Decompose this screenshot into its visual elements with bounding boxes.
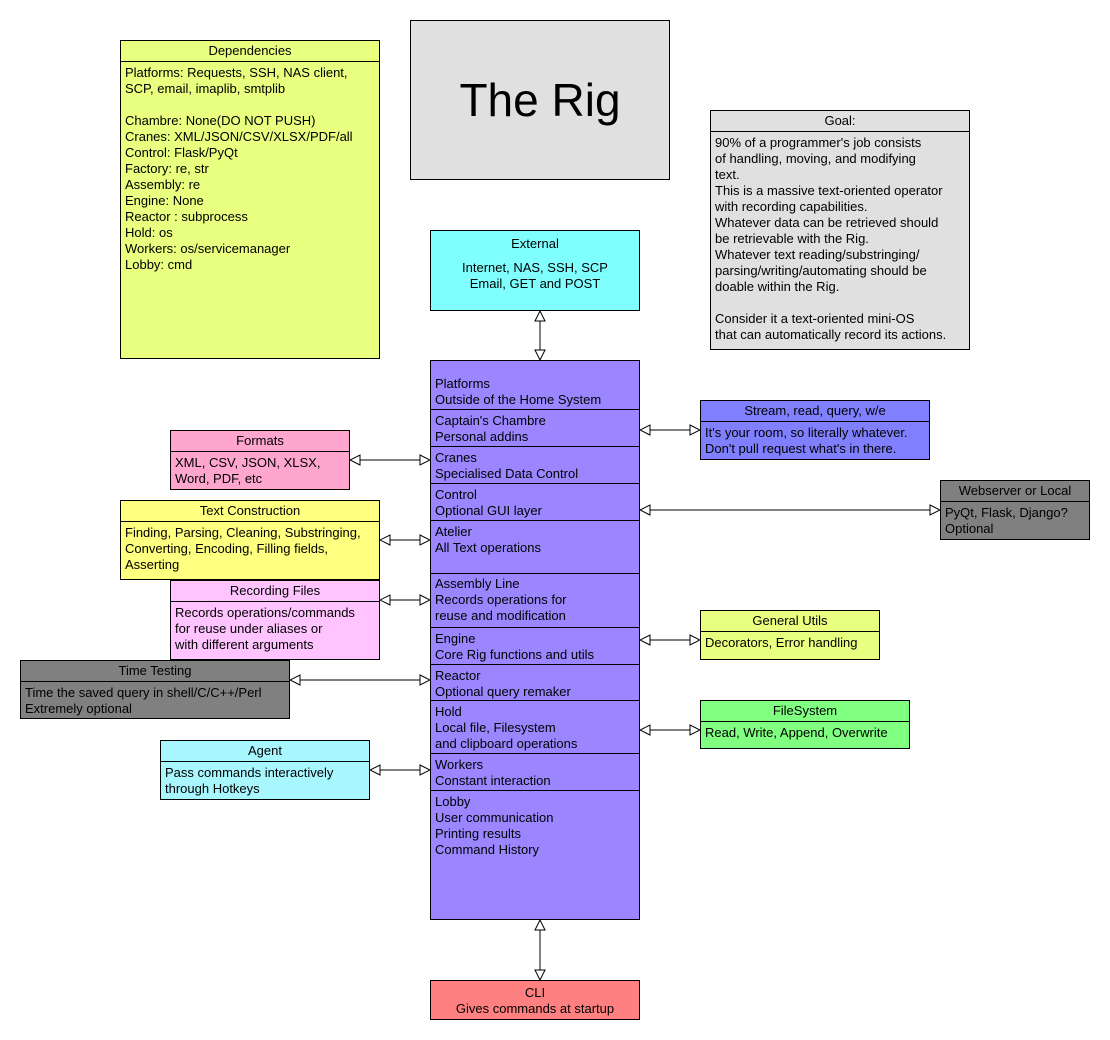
agent-header: Agent xyxy=(161,741,369,762)
filesystem-body: Read, Write, Append, Overwrite xyxy=(705,725,888,740)
agent-body: Pass commands interactively through Hotk… xyxy=(165,765,334,796)
formats-box: Formats XML, CSV, JSON, XLSX, Word, PDF,… xyxy=(170,430,350,490)
external-box: External Internet, NAS, SSH, SCP Email, … xyxy=(430,230,640,311)
filesystem-header: FileSystem xyxy=(701,701,909,722)
title-box: The Rig xyxy=(410,20,670,180)
section-assembly-line: Assembly Line Records operations for reu… xyxy=(431,574,639,628)
section-control: Control Optional GUI layer xyxy=(431,484,639,521)
section-cranes: Cranes Specialised Data Control xyxy=(431,447,639,484)
dependencies-header: Dependencies xyxy=(121,41,379,62)
section-platforms: Platforms Outside of the Home System xyxy=(431,361,639,410)
goal-header: Goal: xyxy=(711,111,969,132)
general-utils-box: General Utils Decorators, Error handling xyxy=(700,610,880,660)
webserver-header: Webserver or Local xyxy=(941,481,1089,502)
section-atelier: Atelier All Text operations xyxy=(431,521,639,574)
time-testing-box: Time Testing Time the saved query in she… xyxy=(20,660,290,719)
stream-body: It's your room, so literally whatever. D… xyxy=(705,425,908,456)
recording-files-body: Records operations/commands for reuse un… xyxy=(175,605,355,652)
text-construction-box: Text Construction Finding, Parsing, Clea… xyxy=(120,500,380,580)
page-title: The Rig xyxy=(459,74,621,126)
text-construction-header: Text Construction xyxy=(121,501,379,522)
filesystem-box: FileSystem Read, Write, Append, Overwrit… xyxy=(700,700,910,749)
agent-box: Agent Pass commands interactively throug… xyxy=(160,740,370,800)
stream-header: Stream, read, query, w/e xyxy=(701,401,929,422)
dependencies-body: Platforms: Requests, SSH, NAS client, SC… xyxy=(125,65,353,272)
stream-box: Stream, read, query, w/e It's your room,… xyxy=(700,400,930,460)
section-engine: Engine Core Rig functions and utils xyxy=(431,628,639,665)
cli-body: Gives commands at startup xyxy=(455,1001,615,1016)
section-hold: Hold Local file, Filesystem and clipboar… xyxy=(431,701,639,754)
section-lobby: Lobby User communication Printing result… xyxy=(435,794,554,857)
core-rig-box: Platforms Outside of the Home System Cap… xyxy=(430,360,640,920)
text-construction-body: Finding, Parsing, Cleaning, Substringing… xyxy=(125,525,361,572)
time-testing-body: Time the saved query in shell/C/C++/Perl… xyxy=(25,685,262,716)
section-workers: Workers Constant interaction xyxy=(431,754,639,791)
formats-body: XML, CSV, JSON, XLSX, Word, PDF, etc xyxy=(175,455,321,486)
goal-box: Goal: 90% of a programmer's job consists… xyxy=(710,110,970,350)
external-body: Internet, NAS, SSH, SCP Email, GET and P… xyxy=(462,260,608,291)
general-utils-body: Decorators, Error handling xyxy=(705,635,858,650)
goal-body: 90% of a programmer's job consists of ha… xyxy=(715,135,947,342)
dependencies-box: Dependencies Platforms: Requests, SSH, N… xyxy=(120,40,380,359)
general-utils-header: General Utils xyxy=(701,611,879,632)
recording-files-box: Recording Files Records operations/comma… xyxy=(170,580,380,660)
section-captains-chambre: Captain's Chambre Personal addins xyxy=(431,410,639,447)
external-header: External xyxy=(511,236,559,251)
section-reactor: Reactor Optional query remaker xyxy=(431,665,639,701)
webserver-box: Webserver or Local PyQt, Flask, Django? … xyxy=(940,480,1090,540)
cli-box: CLI Gives commands at startup xyxy=(430,980,640,1020)
webserver-body: PyQt, Flask, Django? Optional xyxy=(945,505,1068,536)
formats-header: Formats xyxy=(171,431,349,452)
time-testing-header: Time Testing xyxy=(21,661,289,682)
cli-title: CLI xyxy=(524,985,546,1000)
recording-files-header: Recording Files xyxy=(171,581,379,602)
